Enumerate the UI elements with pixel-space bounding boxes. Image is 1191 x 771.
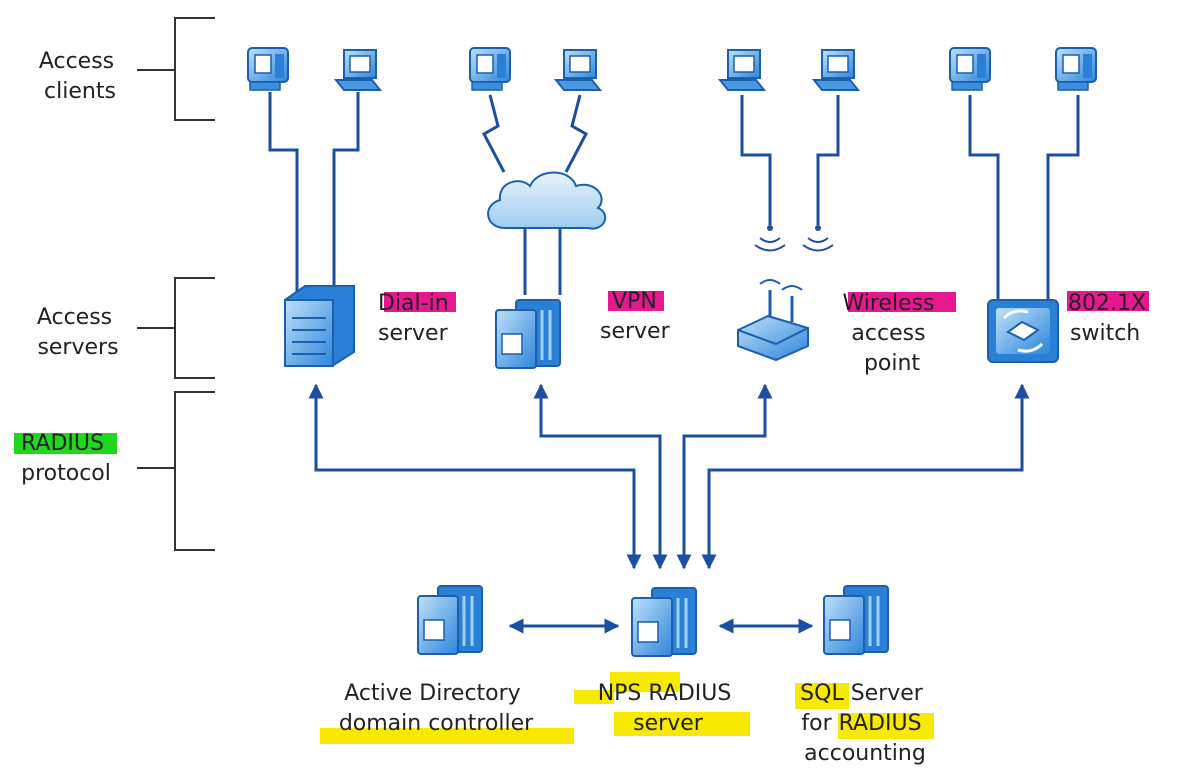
dialin-highlight — [384, 292, 456, 312]
vpn-server-icon — [494, 298, 562, 370]
desktop-client-icon — [469, 47, 511, 91]
switch-icon — [987, 299, 1059, 363]
vpn-highlight — [608, 291, 664, 311]
8021x-highlight — [1067, 291, 1149, 311]
sql-server-label: SQL Server for RADIUS accounting — [800, 681, 930, 766]
desktop-client-icon — [247, 47, 289, 91]
laptop-client-icon — [335, 49, 381, 91]
laptop-client-icon — [813, 49, 859, 91]
sql-highlight-1 — [795, 683, 849, 709]
dial-in-server-label: Dial-in server — [378, 291, 456, 346]
nps-highlight-2 — [574, 690, 614, 704]
radius-links — [308, 383, 1030, 634]
wireless-access-point-label: Wireless access point — [842, 291, 941, 376]
tier-label-protocol: RADIUS protocol — [21, 431, 111, 486]
active-directory-label: Active Directory domain controller — [339, 681, 534, 736]
sql-highlight-2 — [838, 713, 934, 739]
tier-brackets — [137, 17, 215, 551]
desktop-client-icon — [949, 47, 991, 91]
vpn-server-label: VPN server — [600, 289, 671, 344]
nps-highlight-3 — [614, 712, 750, 736]
nps-radius-server-label: NPS RADIUS server — [598, 681, 739, 736]
nps-radius-server-icon — [630, 586, 698, 658]
wireless-highlight — [848, 292, 956, 312]
laptop-client-icon — [555, 49, 601, 91]
8021x-switch-label: 802.1X switch — [1068, 291, 1153, 346]
tier-label-clients: Access clients — [39, 49, 121, 104]
sql-server-icon — [822, 584, 890, 656]
dial-in-server-icon — [284, 285, 355, 367]
wireless-signal-icon — [754, 225, 834, 252]
laptop-client-icon — [719, 49, 765, 91]
nps-highlight-1 — [610, 672, 680, 692]
desktop-client-icon — [1055, 47, 1097, 91]
active-directory-server-icon — [416, 584, 484, 656]
ad-highlight — [320, 728, 574, 744]
internet-cloud-icon — [487, 171, 607, 230]
client-links — [268, 92, 1080, 300]
wireless-router-icon — [737, 279, 809, 362]
tier-label-servers: Access servers — [37, 305, 119, 360]
radius-highlight — [14, 433, 117, 454]
